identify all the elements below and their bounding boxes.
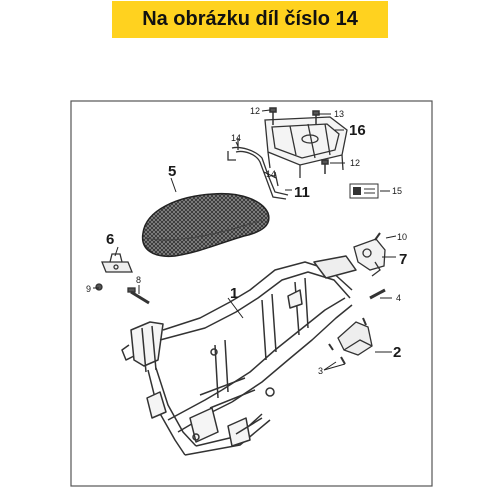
callout-14-right: 14 — [266, 169, 276, 179]
carrier-bracket — [227, 138, 289, 200]
callout-12-right: 12 — [350, 158, 360, 168]
callout-2: 2 — [393, 344, 401, 361]
callout-15: 15 — [392, 186, 402, 196]
callout-labels: 1 2 3 4 5 6 7 8 9 10 11 12 12 13 14 14 1… — [86, 106, 407, 376]
callout-5: 5 — [168, 163, 176, 180]
callout-8: 8 — [136, 275, 141, 285]
callout-6: 6 — [106, 231, 114, 248]
callout-14-left: 14 — [231, 133, 241, 143]
cover-plate — [328, 317, 373, 365]
rack-bolts — [269, 107, 329, 174]
seat-lock — [353, 232, 386, 277]
label-sticker — [349, 183, 379, 199]
callout-12-top: 12 — [250, 106, 260, 116]
callout-3: 3 — [318, 366, 323, 376]
title-banner: Na obrázku díl číslo 14 — [112, 1, 388, 38]
callout-16: 16 — [349, 122, 366, 139]
callout-11: 11 — [294, 184, 310, 201]
pin — [369, 288, 386, 300]
banner-title: Na obrázku díl číslo 14 — [142, 8, 358, 30]
seat — [141, 192, 270, 258]
main-frame — [121, 255, 357, 456]
left-bracket — [95, 253, 150, 305]
callout-1: 1 — [230, 285, 238, 302]
diagram-border — [70, 100, 433, 487]
rear-carrier-rack — [264, 116, 348, 178]
callout-4: 4 — [396, 293, 401, 303]
callout-13: 13 — [334, 109, 344, 119]
callout-10: 10 — [397, 232, 407, 242]
leader-lines — [93, 109, 397, 371]
callout-9: 9 — [86, 284, 91, 294]
callout-7: 7 — [399, 251, 407, 268]
